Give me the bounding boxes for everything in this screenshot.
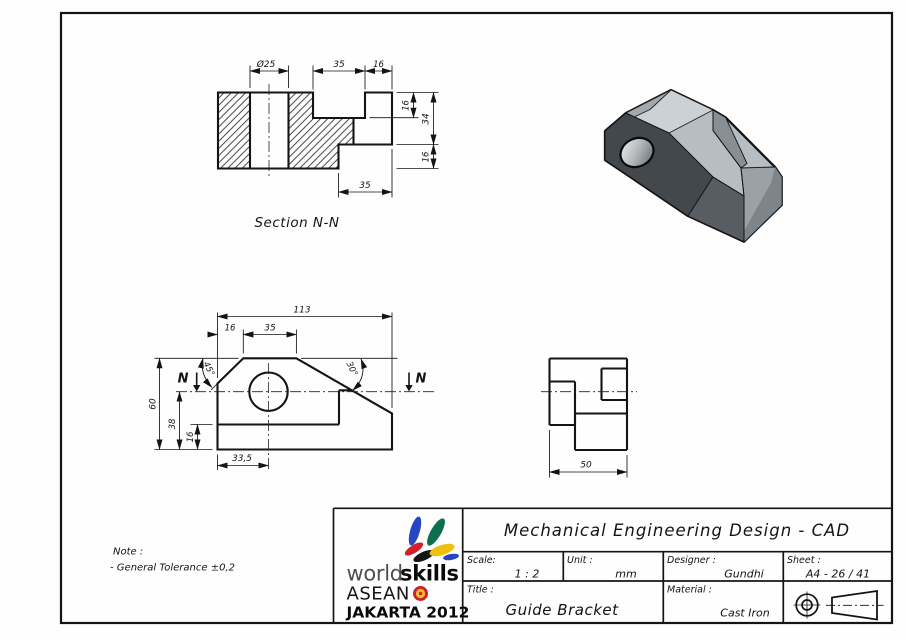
dim-flat-width: 35 — [264, 324, 276, 334]
section-hole-edges — [248, 92, 355, 169]
dim-chamfer-offset: 16 — [225, 324, 236, 334]
iso-edges — [712, 110, 745, 242]
logo-feathers-icon — [404, 516, 459, 563]
cut-label-right: N — [416, 372, 427, 387]
dim-depth: 50 — [580, 461, 592, 471]
note-line: - General Tolerance ±0,2 — [110, 563, 235, 574]
dim-depth-top: 16 — [402, 100, 412, 111]
material-value: Cast Iron — [720, 607, 769, 620]
section-view: Ø25 35 16 16 34 16 35 Section N-N — [216, 59, 439, 231]
dim-bottom-width: 35 — [359, 181, 371, 191]
projection-symbol-icon — [793, 589, 884, 621]
iso-right-block-shade — [744, 167, 782, 242]
dim-slope-angle: 30° — [343, 360, 359, 378]
dim-hole-offset: 33,5 — [232, 454, 252, 464]
front-inner-edges — [217, 389, 352, 426]
logo-region: ASEAN — [347, 584, 410, 605]
title-label: Title : — [467, 585, 494, 596]
unit-label: Unit : — [567, 555, 593, 566]
front-centerlines — [176, 363, 434, 470]
titleblock-header: Mechanical Engineering Design - CAD — [504, 521, 850, 540]
worldskills-logo: world skills ASEAN JAKARTA 2012 — [346, 516, 470, 622]
title-value: Guide Bracket — [505, 601, 619, 619]
dim-height: 60 — [149, 398, 159, 410]
cut-label-left: N — [178, 372, 189, 387]
sheet-value: A4 - 26 / 41 — [805, 568, 870, 581]
dim-slot-width: 35 — [333, 60, 345, 70]
section-dimensions — [249, 65, 439, 198]
logo-event: JAKARTA 2012 — [346, 604, 470, 622]
dim-step-height: 16 — [186, 431, 196, 442]
side-dimensions — [549, 430, 628, 478]
title-block-grid — [332, 507, 892, 623]
sheet-label: Sheet : — [787, 555, 821, 566]
section-label: Section N-N — [254, 215, 339, 231]
title-block: Mechanical Engineering Design - CAD Scal… — [332, 507, 892, 623]
iso-hole — [619, 136, 655, 169]
designer-value: Gundhi — [724, 568, 763, 581]
scale-value: 1 : 2 — [515, 568, 540, 581]
asean-emblem-icon — [413, 586, 428, 601]
logo-word-world: world — [347, 562, 403, 586]
designer-label: Designer : — [667, 555, 716, 566]
dim-hole-diameter: Ø25 — [256, 59, 276, 70]
section-outline — [216, 91, 394, 170]
border-frame — [59, 11, 894, 625]
isometric-view — [603, 88, 783, 243]
side-view: 50 — [541, 357, 637, 478]
front-outline — [216, 357, 394, 451]
logo-word-skills: skills — [400, 562, 459, 586]
dim-depth-mid: 34 — [422, 113, 432, 125]
dim-total-width: 113 — [293, 306, 310, 316]
side-outline — [548, 357, 629, 452]
material-label: Material : — [667, 585, 712, 596]
front-dimensions — [154, 312, 398, 470]
dim-depth-bottom: 16 — [422, 151, 432, 162]
section-hatching — [218, 92, 354, 169]
section-cut-arrows: N N — [178, 372, 427, 392]
scale-label: Scale: — [467, 555, 496, 566]
note: Note : - General Tolerance ±0,2 — [110, 547, 235, 574]
front-view: 113 16 35 45° 30° 60 38 16 33,5 N N — [149, 306, 434, 470]
note-title: Note : — [113, 547, 143, 558]
dim-hole-height: 38 — [168, 418, 178, 429]
dim-chamfer-angle: 45° — [200, 360, 216, 378]
dim-step-width: 16 — [373, 60, 384, 70]
unit-value: mm — [615, 568, 636, 581]
